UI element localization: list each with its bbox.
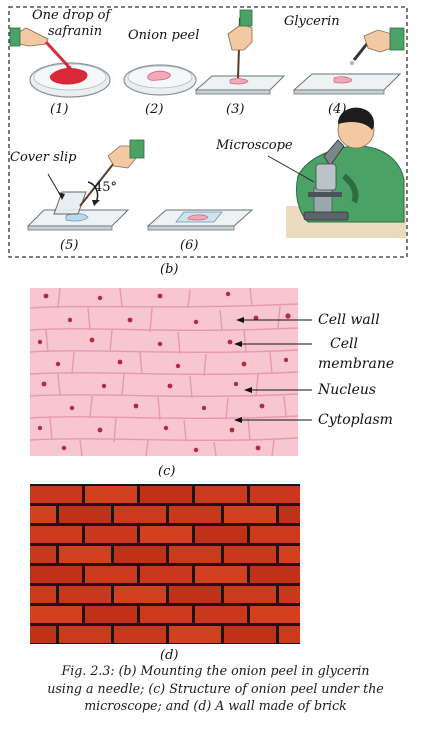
brick (30, 606, 82, 623)
onion-cells-illustration (29, 287, 312, 457)
student-with-microscope (267, 107, 406, 238)
slide-with-glycerin (292, 27, 405, 95)
brick (250, 566, 300, 583)
cover-slip-label: Cover slip (10, 150, 77, 165)
pointer-lines (236, 319, 312, 421)
caption-line-2: using a needle; (c) Structure of onion p… (47, 680, 384, 696)
brick (30, 486, 82, 503)
petri-dish-onion-peel (123, 64, 197, 96)
brick (114, 506, 166, 523)
step-label-3: (3) (226, 102, 245, 117)
procedure-illustration (8, 6, 408, 258)
brick (30, 506, 56, 523)
brick (195, 566, 247, 583)
step-label-4: (4) (328, 102, 347, 117)
glycerin-label: Glycerin (284, 14, 340, 29)
safranin-label: One drop of safranin (32, 8, 110, 40)
brick (85, 606, 137, 623)
cytoplasm-label: Cytoplasm (318, 412, 393, 428)
panel-d-letter: (d) (160, 648, 179, 663)
step-label-6: (6) (180, 238, 199, 253)
brick (195, 526, 247, 543)
onion-peel-label: Onion peel (128, 28, 200, 43)
cell-walls (29, 287, 299, 457)
dashed-frame (8, 6, 408, 258)
brick (85, 566, 137, 583)
cell-wall-label: Cell wall (318, 312, 380, 328)
safranin-label-line2: safranin (48, 24, 103, 39)
brick (59, 506, 111, 523)
brick (169, 506, 221, 523)
brick (279, 586, 300, 603)
brick (30, 526, 82, 543)
angle-label: 45° (94, 180, 118, 195)
brick (169, 626, 221, 643)
step-label-1: (1) (50, 102, 69, 117)
cell-membrane-label-line1: Cell (330, 336, 358, 352)
brick (140, 566, 192, 583)
petri-dish-safranin (29, 62, 111, 98)
brick (59, 626, 111, 643)
brick (114, 626, 166, 643)
onion-peel-tissue (30, 288, 298, 456)
panel-c-letter: (c) (158, 464, 176, 479)
brick (30, 586, 56, 603)
brick (250, 606, 300, 623)
brick (114, 586, 166, 603)
microscope-label: Microscope (216, 138, 293, 153)
brick (30, 566, 82, 583)
brick (114, 546, 166, 563)
step-label-2: (2) (145, 102, 164, 117)
brick (85, 526, 137, 543)
brick (224, 626, 276, 643)
brick (250, 486, 300, 503)
brick (224, 586, 276, 603)
caption-line-3: microscope; and (d) A wall made of brick (84, 698, 347, 713)
brick (250, 526, 300, 543)
brick (195, 486, 247, 503)
cell-nuclei (37, 291, 291, 453)
brick (224, 506, 276, 523)
cover-slip-needle (26, 139, 145, 231)
dropper-hand-1 (9, 27, 72, 71)
panel-b-letter: (b) (160, 262, 179, 277)
brick (169, 586, 221, 603)
brick (224, 546, 276, 563)
nucleus-label: Nucleus (318, 382, 377, 398)
safranin-label-line1: One drop of (32, 8, 111, 23)
slide-with-brush (194, 9, 286, 95)
brick (59, 546, 111, 563)
brick (279, 506, 300, 523)
brick (30, 546, 56, 563)
brick (279, 546, 300, 563)
figure-caption: Fig. 2.3: (b) Mounting the onion peel in… (0, 662, 431, 715)
step-label-5: (5) (60, 238, 79, 253)
brick (85, 486, 137, 503)
prepared-slide (146, 209, 254, 231)
brick (59, 586, 111, 603)
bricks (30, 486, 300, 643)
panel-b-procedure: One drop of safranin Onion peel Glycerin… (8, 6, 408, 258)
brick (169, 546, 221, 563)
brick (140, 486, 192, 503)
pointer-arrowheads (234, 317, 252, 423)
brick (30, 626, 56, 643)
brick (140, 526, 192, 543)
caption-line-1: Fig. 2.3: (b) Mounting the onion peel in… (61, 663, 370, 678)
brick-wall-illustration (30, 484, 300, 644)
cell-membrane-label-line2: membrane (318, 356, 395, 372)
brick (195, 606, 247, 623)
brick (279, 626, 300, 643)
brick (140, 606, 192, 623)
